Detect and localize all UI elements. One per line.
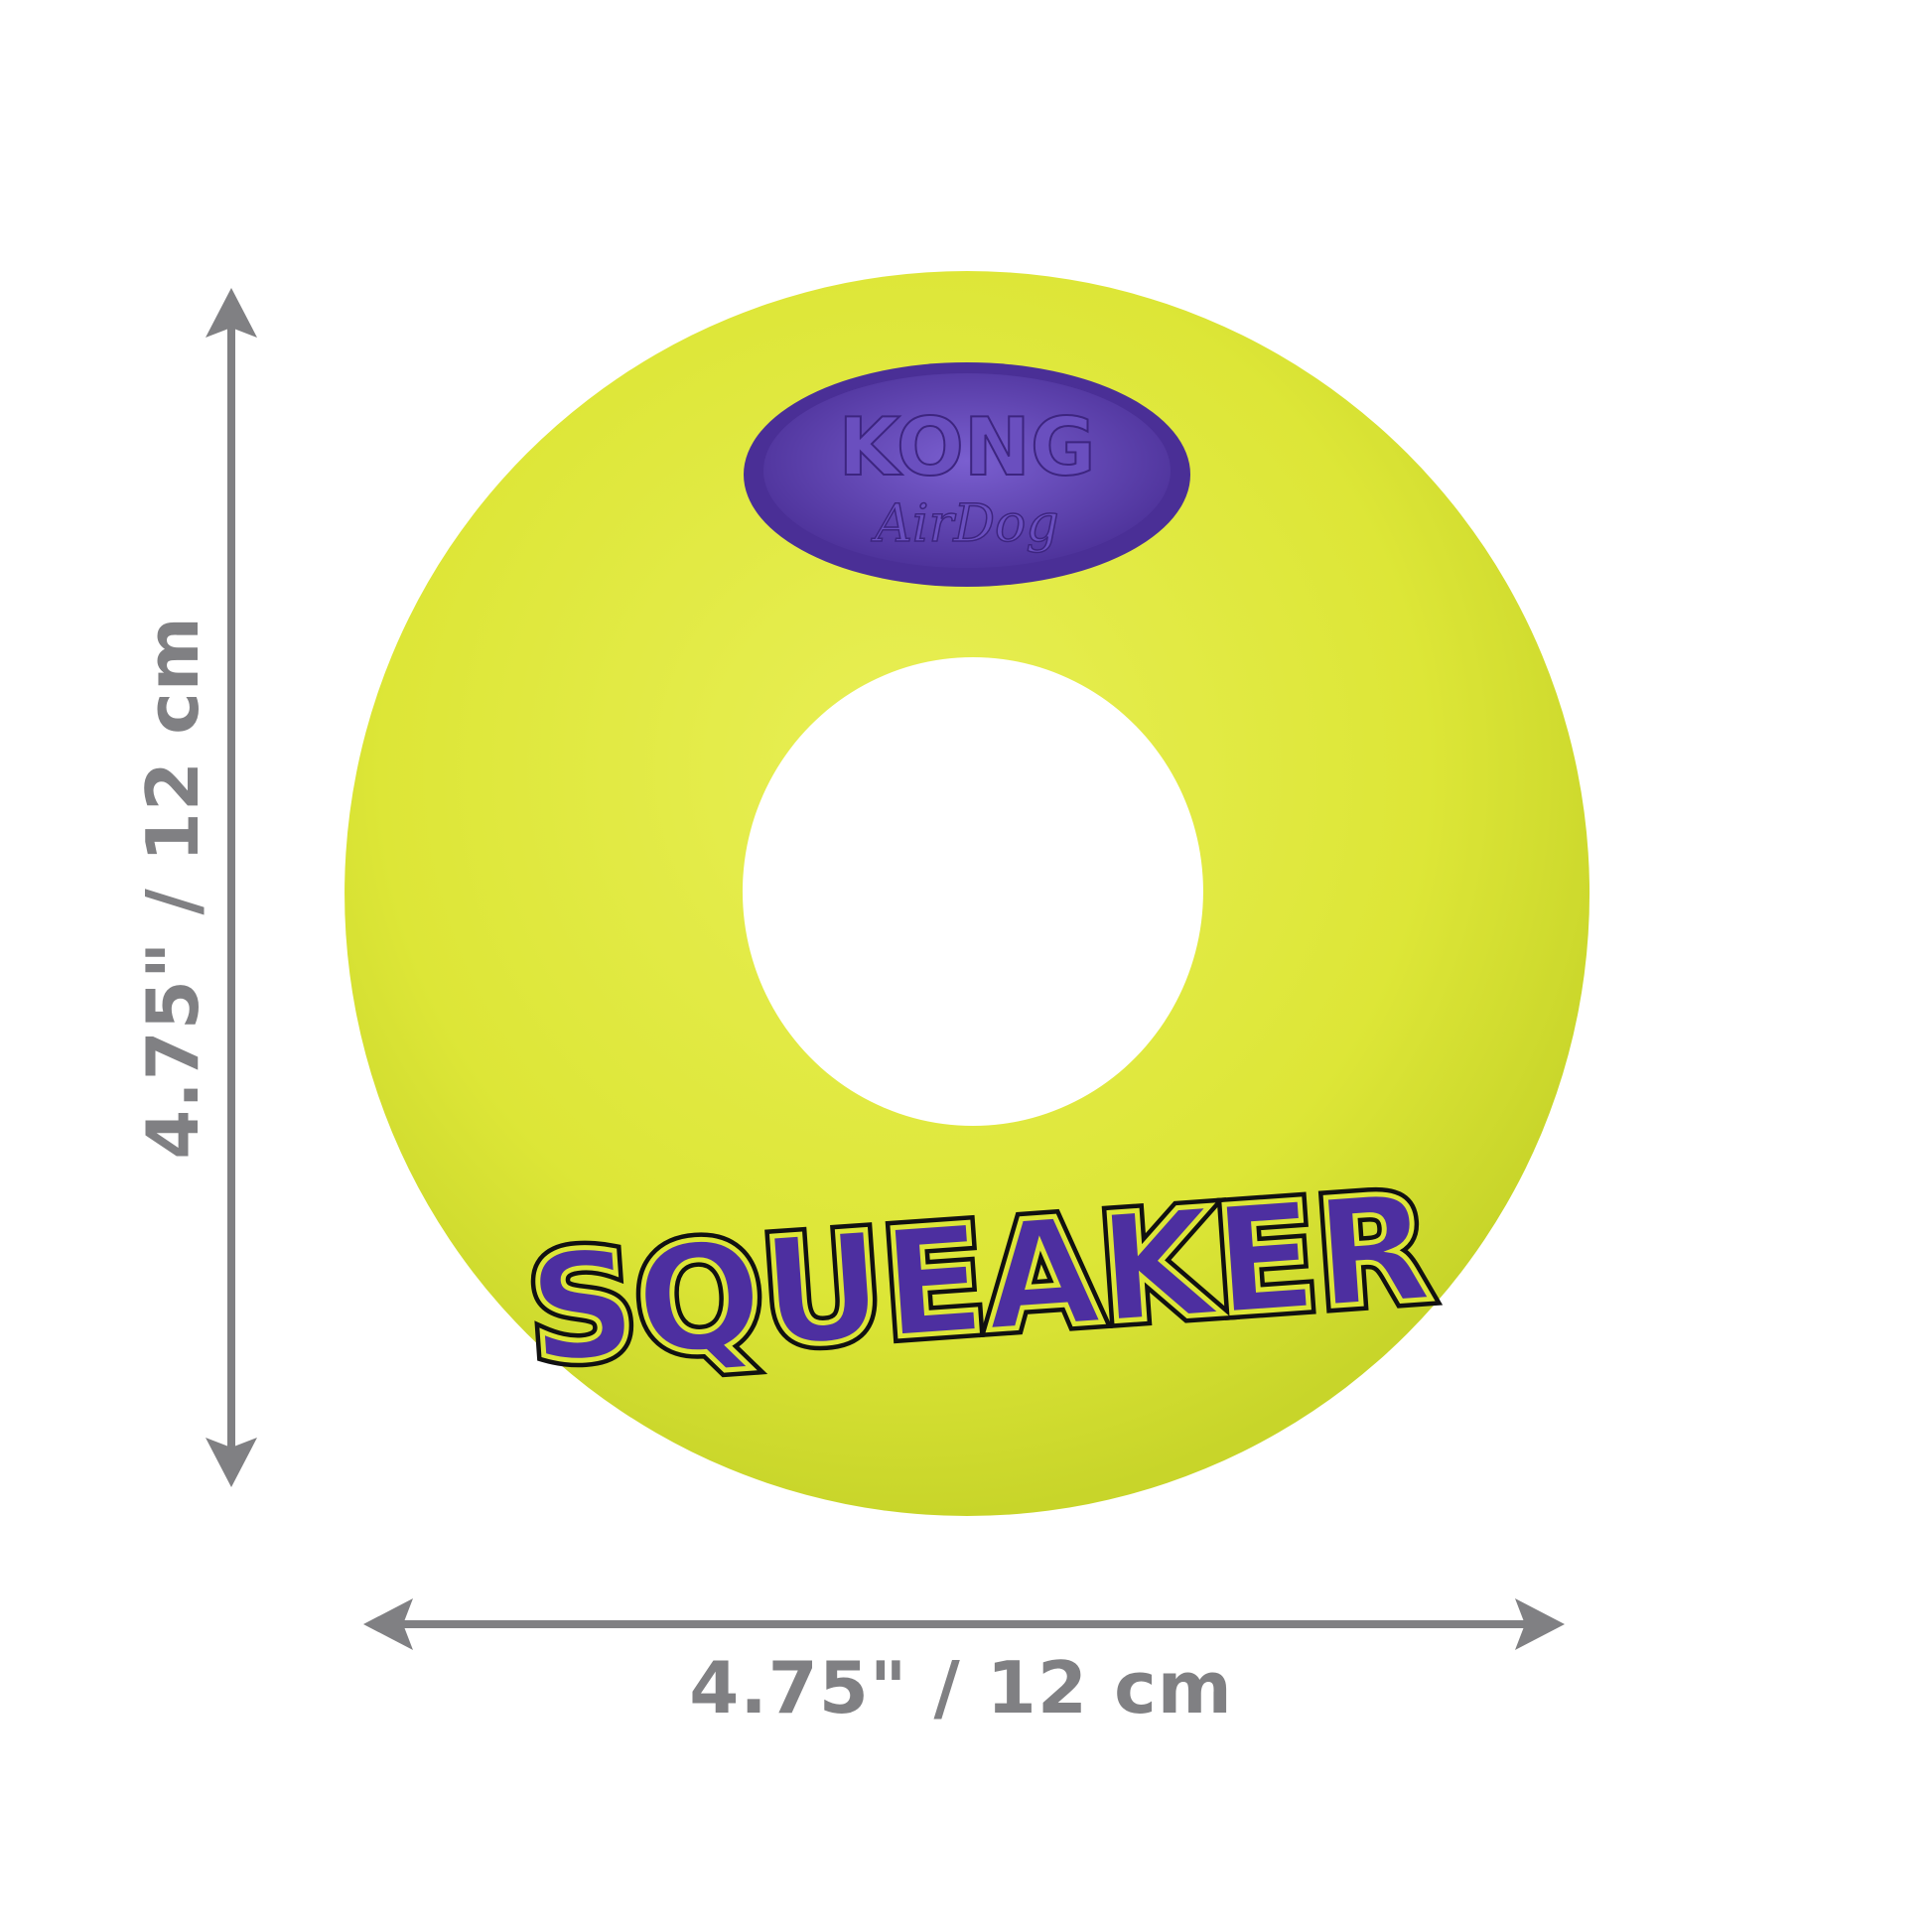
height-dimension-arrow [206,288,257,1487]
airdog-logo-text: AirDog [871,494,1058,554]
height-label: 4.75" / 12 cm [131,616,214,1160]
kong-logo-text: KONG [838,401,1095,493]
width-label: 4.75" / 12 cm [689,1646,1233,1729]
donut-toy [345,271,1590,1516]
squeaker-print: SQUEAKER [523,1162,1437,1397]
width-dimension-arrow [363,1598,1565,1650]
